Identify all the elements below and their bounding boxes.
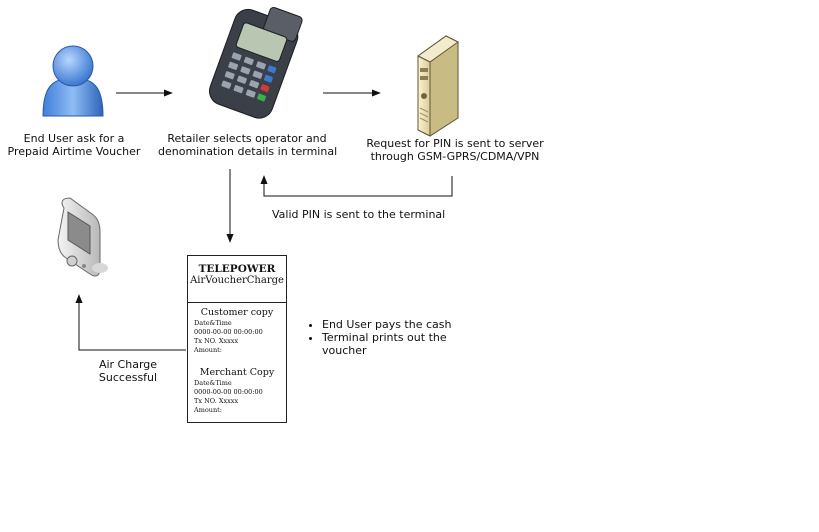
arrow-receipt-to-pda: [75, 294, 186, 351]
receipt-line: Tx NO. Xxxxx: [194, 397, 239, 405]
receipt-line: Amount:: [194, 406, 222, 414]
server-label: Request for PIN is sent to server throug…: [360, 137, 550, 163]
receipt-line: Tx NO. Xxxxx: [194, 337, 239, 345]
arrow-server-to-terminal: [260, 175, 453, 197]
server-tower-icon: [417, 35, 459, 137]
valid-pin-label: Valid PIN is sent to the terminal: [272, 208, 446, 221]
server-label-line-1: Request for PIN is sent to server: [366, 137, 544, 150]
retailer-label: Retailer selects operator and denominati…: [158, 132, 338, 158]
end-user-label-line-1: End User ask for a: [23, 132, 125, 145]
receipt-line: Amount:: [194, 346, 222, 354]
voucher-receipt: TELEPOWER AirVoucherCharge Customer copy…: [187, 255, 287, 423]
receipt-section-customer: Customer copy Date&Time 0000-00-00 00:00…: [188, 303, 286, 355]
air-charge-label-line-2: Successful: [98, 371, 158, 384]
payment-note: Terminal prints out the voucher: [322, 331, 492, 357]
receipt-line: 0000-00-00 00:00:00: [194, 328, 263, 336]
person-icon: [42, 45, 104, 117]
air-charge-label-line-1: Air Charge: [98, 358, 158, 371]
pos-terminal-icon: [208, 6, 303, 119]
receipt-section-heading: Merchant Copy: [199, 367, 275, 378]
end-user-label: End User ask for a Prepaid Airtime Vouch…: [3, 132, 145, 158]
receipt-line: Date&Time: [194, 319, 232, 327]
receipt-section-merchant: Merchant Copy Date&Time 0000-00-00 00:00…: [188, 355, 286, 415]
receipt-section-heading: Customer copy: [200, 307, 274, 318]
server-label-line-2: through GSM-GPRS/CDMA/VPN: [370, 150, 540, 163]
receipt-title: TELEPOWER: [198, 263, 276, 275]
receipt-header: TELEPOWER AirVoucherCharge: [188, 263, 286, 303]
air-charge-label: Air Charge Successful: [98, 358, 158, 384]
receipt-line: 0000-00-00 00:00:00: [194, 388, 263, 396]
payment-note: End User pays the cash: [322, 318, 492, 331]
receipt-subtitle: AirVoucherCharge: [190, 275, 284, 286]
end-user-label-line-2: Prepaid Airtime Voucher: [7, 145, 141, 158]
retailer-label-line-2: denomination details in terminal: [158, 145, 338, 158]
retailer-label-line-1: Retailer selects operator and: [167, 132, 327, 145]
payment-notes-list: End User pays the cash Terminal prints o…: [300, 318, 492, 357]
receipt-line: Date&Time: [194, 379, 232, 387]
pda-device-icon: [57, 197, 108, 277]
